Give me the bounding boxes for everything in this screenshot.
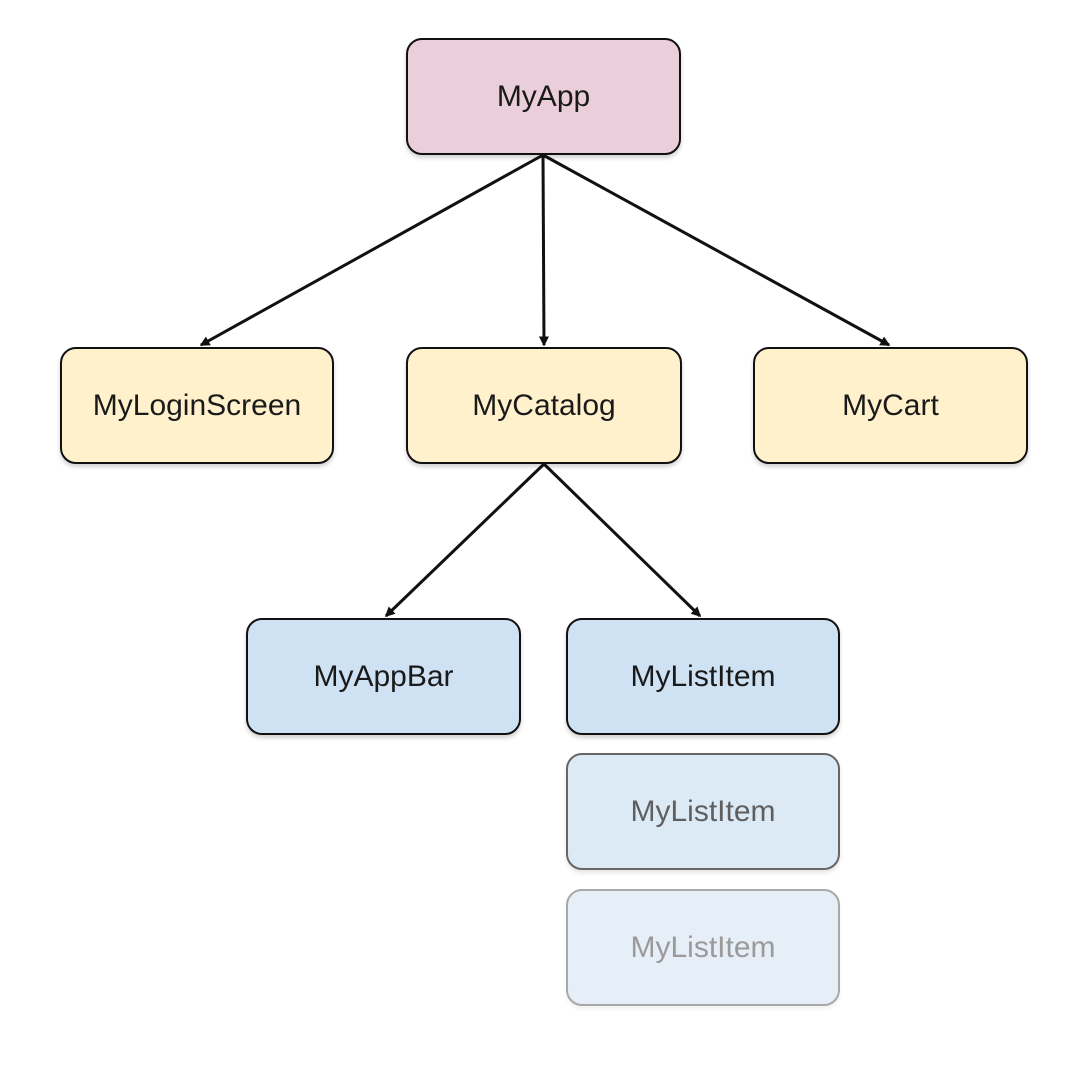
edge-myapp-to-mycatalog: [538, 154, 549, 347]
edge-mycatalog-to-mylistitem: [542, 462, 702, 618]
node-mylistitem: MyListItem: [566, 618, 840, 735]
node-mycart: MyCart: [753, 347, 1028, 464]
node-mycatalog: MyCatalog: [406, 347, 682, 464]
node-myloginscreen: MyLoginScreen: [60, 347, 334, 464]
node-myappbar: MyAppBar: [246, 618, 521, 735]
node-mylistitem-ghost: MyListItem: [566, 753, 840, 870]
edge-mycatalog-to-myappbar: [384, 462, 546, 618]
node-myapp: MyApp: [406, 38, 681, 155]
node-mylistitem-ghost-faint: MyListItem: [566, 889, 840, 1006]
edge-myapp-to-mycart: [542, 153, 891, 347]
edge-myapp-to-myloginscreen: [199, 153, 544, 347]
